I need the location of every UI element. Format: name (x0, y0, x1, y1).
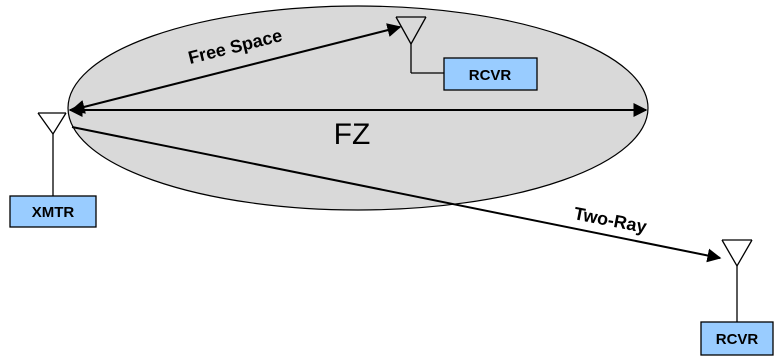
far-receiver-label: RCVR (716, 331, 759, 348)
free-space-path-arrow (70, 23, 402, 114)
transmitter-box: XMTR (9, 195, 97, 228)
near-receiver-antenna-icon (395, 16, 444, 74)
far-receiver-box: RCVR (700, 321, 774, 356)
two-ray-label: Two-Ray (572, 203, 648, 237)
two-ray-path-arrow (71, 126, 722, 263)
transmitter-label: XMTR (32, 204, 75, 221)
transmitter-antenna-icon (37, 112, 67, 197)
far-receiver-antenna-icon (721, 239, 753, 322)
fresnel-zone-label: FZ (334, 118, 371, 151)
near-receiver-label: RCVR (469, 67, 512, 84)
near-receiver-box: RCVR (443, 57, 538, 91)
